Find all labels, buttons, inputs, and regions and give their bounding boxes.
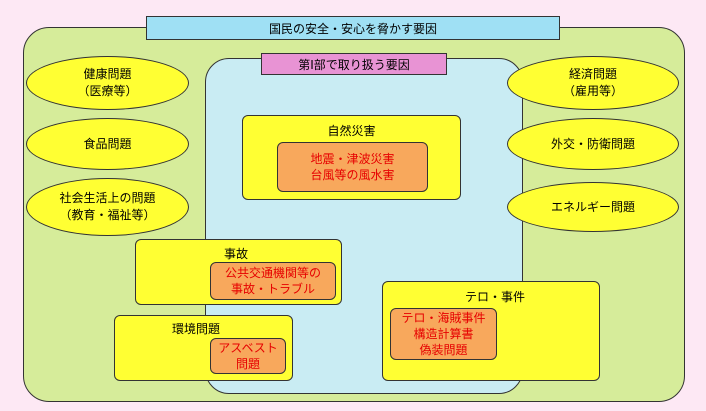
sub-terror-line1: テロ・海賊事件 xyxy=(401,311,486,325)
sub-environment-line2: 問題 xyxy=(235,357,260,371)
oval-social-line2: （教育・福祉等） xyxy=(59,208,156,222)
sub-natural-disaster: 地震・津波災害 台風等の風水害 xyxy=(277,142,428,192)
group-terror-label: テロ・事件 xyxy=(464,290,525,304)
sub-accident-line2: 事故・トラブル xyxy=(230,282,315,296)
sub-environment-line1: アスベスト xyxy=(218,341,278,355)
oval-energy: エネルギー問題 xyxy=(507,182,679,232)
sub-terror-line2: 構造計算書 xyxy=(413,327,474,341)
sub-accident: 公共交通機関等の 事故・トラブル xyxy=(210,262,336,300)
sub-natural-line1: 地震・津波災害 xyxy=(310,152,395,166)
oval-diplomacy-line1: 外交・防衛問題 xyxy=(550,136,635,151)
oval-health-line1: 健康問題 xyxy=(83,67,132,81)
oval-economy-line1: 経済問題 xyxy=(568,67,617,81)
oval-food-line1: 食品問題 xyxy=(83,136,132,151)
diagram-title-text: 国民の安全・安心を脅かす要因 xyxy=(268,21,437,36)
sub-terror-line3: 偽装問題 xyxy=(419,343,468,357)
oval-diplomacy: 外交・防衛問題 xyxy=(507,118,679,170)
oval-health: 健康問題 （医療等） xyxy=(26,56,189,110)
sub-environment: アスベスト 問題 xyxy=(210,338,286,374)
sub-accident-line1: 公共交通機関等の xyxy=(224,266,321,280)
group-environment-label: 環境問題 xyxy=(171,322,220,336)
inner-title: 第Ⅰ部で取り扱う要因 xyxy=(261,53,447,75)
oval-health-line2: （医療等） xyxy=(77,84,138,98)
oval-economy-line2: （雇用等） xyxy=(562,84,623,98)
sub-terror: テロ・海賊事件 構造計算書 偽装問題 xyxy=(390,308,497,360)
oval-energy-line1: エネルギー問題 xyxy=(550,199,635,214)
group-accident-label: 事故 xyxy=(223,247,248,261)
group-natural-disaster-label: 自然災害 xyxy=(327,124,376,138)
inner-title-text: 第Ⅰ部で取り扱う要因 xyxy=(298,57,410,72)
oval-social-line1: 社会生活上の問題 xyxy=(59,191,156,205)
oval-food: 食品問題 xyxy=(26,118,189,170)
diagram-title: 国民の安全・安心を脅かす要因 xyxy=(146,16,560,40)
oval-social: 社会生活上の問題 （教育・福祉等） xyxy=(26,178,189,236)
oval-economy: 経済問題 （雇用等） xyxy=(507,56,679,110)
sub-natural-line2: 台風等の風水害 xyxy=(310,168,395,182)
